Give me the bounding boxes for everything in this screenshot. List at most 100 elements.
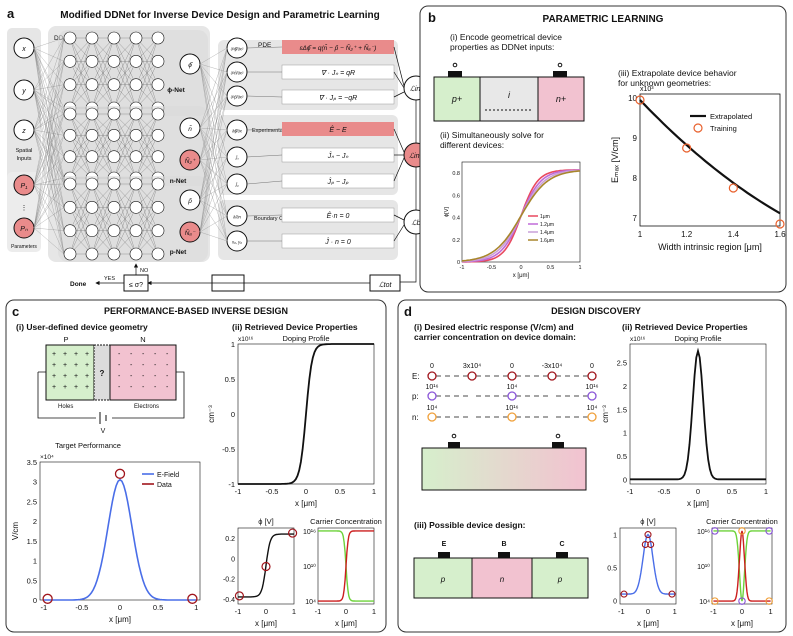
small-chart-frame bbox=[461, 161, 581, 263]
input-edge bbox=[33, 207, 65, 229]
net-edge bbox=[91, 37, 115, 109]
loss-b: ℒb bbox=[412, 219, 421, 227]
input-edge bbox=[33, 184, 65, 208]
input-edge bbox=[33, 89, 65, 115]
eq-edge bbox=[246, 46, 283, 49]
d-doping-x-tick: -1 bbox=[627, 487, 634, 496]
d-phi-title: ϕ [V] bbox=[640, 517, 655, 526]
net-name-2: p-Net bbox=[170, 249, 187, 256]
panel-d-title: DESIGN DISCOVERY bbox=[551, 306, 641, 316]
legend-extrapolated-label: Extrapolated bbox=[710, 112, 752, 121]
minus-sign: - bbox=[166, 384, 169, 391]
d-doping-x-tick: 0 bbox=[696, 487, 700, 496]
deriv-edge bbox=[199, 127, 228, 185]
deriv-edge bbox=[199, 156, 228, 233]
net-edge bbox=[113, 183, 137, 255]
target-x-tick: -1 bbox=[40, 603, 47, 612]
plus-sign: + bbox=[63, 373, 67, 380]
d-carrier-data-point-2 bbox=[765, 527, 773, 535]
bjt-terminal-0: E bbox=[442, 541, 447, 548]
small-series-3 bbox=[461, 170, 581, 262]
region-p-geometry bbox=[45, 344, 95, 401]
hidden-neuron bbox=[129, 201, 143, 214]
big-y-tick: 9 bbox=[633, 134, 638, 143]
output-label-0: ϕ̂ bbox=[188, 62, 194, 69]
d-carrier-data-point-3 bbox=[711, 597, 719, 605]
deriv-edge bbox=[199, 127, 228, 158]
hidden-neuron bbox=[85, 150, 99, 163]
param-label-0: P₁ bbox=[21, 183, 29, 190]
minus-sign: - bbox=[118, 384, 121, 391]
efield-data-point-0 bbox=[42, 593, 53, 604]
legend-training-swatch bbox=[693, 123, 703, 133]
d-doping-x-tick: -0.5 bbox=[658, 487, 671, 496]
input-edge bbox=[33, 89, 65, 179]
bjt-region-p1 bbox=[413, 557, 473, 599]
d-doping-exponent: x10¹⁶ bbox=[630, 336, 646, 343]
target-y-tick: 3.5 bbox=[27, 458, 37, 467]
hidden-neuron bbox=[63, 177, 77, 191]
d-phi-data-point-2 bbox=[644, 531, 652, 539]
plus-sign: + bbox=[85, 373, 89, 380]
big-y-tick: 7 bbox=[633, 214, 638, 223]
minus-sign: - bbox=[166, 362, 169, 369]
deriv-edge bbox=[199, 183, 228, 201]
input-edge bbox=[33, 113, 65, 229]
input-edge bbox=[33, 227, 65, 255]
plus-sign: + bbox=[74, 384, 78, 391]
target-chart-frame bbox=[39, 461, 201, 601]
bjt-region-n-label: n bbox=[500, 575, 505, 584]
deriv-edge bbox=[199, 129, 228, 161]
deriv-edge bbox=[199, 199, 228, 217]
plus-sign: + bbox=[52, 384, 56, 391]
extrapolated-line bbox=[639, 99, 781, 215]
net-edge bbox=[135, 183, 159, 231]
c-doping-x-tick: -0.5 bbox=[266, 487, 279, 496]
d-phi-x-tick: 1 bbox=[673, 607, 677, 616]
net-edge bbox=[69, 113, 93, 157]
yes-label: YES bbox=[104, 276, 115, 282]
big-x-tick: 1.4 bbox=[728, 230, 740, 239]
panel-d-sub1: (i) Desired electric response (V/cm) and… bbox=[414, 322, 576, 342]
input-edge bbox=[33, 184, 65, 231]
no-label: NO bbox=[140, 268, 149, 274]
efield-data-point-2 bbox=[187, 593, 198, 604]
deriv-edge bbox=[199, 63, 228, 73]
panel-b: b PARAMETRIC LEARNING (i) Encode geometr… bbox=[419, 5, 787, 293]
input-edge bbox=[33, 84, 65, 131]
efield-data-point-1 bbox=[114, 468, 126, 479]
hidden-neuron bbox=[63, 129, 77, 142]
input-edge bbox=[33, 37, 65, 131]
d-doping-y-tick: 0 bbox=[623, 475, 627, 484]
subnet-block-2 bbox=[58, 176, 208, 262]
output-label-2: N̂₂⁺ bbox=[185, 157, 196, 165]
net-edge bbox=[69, 135, 93, 179]
target-y-tick: 1 bbox=[33, 557, 37, 566]
big-y-tick: 10 bbox=[628, 94, 637, 103]
d-phi-x-tick: 0 bbox=[646, 607, 650, 616]
d-carrier-y-tick: 10¹⁰ bbox=[697, 563, 710, 571]
small-y-tick: 0.4 bbox=[452, 216, 460, 222]
deriv-edge bbox=[199, 159, 228, 217]
deriv-edge bbox=[199, 71, 228, 161]
pde-eq2: ∇ · Jₙ = qR bbox=[321, 69, 355, 77]
region-i-label: i bbox=[508, 90, 511, 100]
d-doping-x-tick: 1 bbox=[764, 487, 768, 496]
legend-data-label: Data bbox=[157, 482, 172, 489]
hidden-neuron bbox=[151, 150, 165, 163]
c-doping-x-tick: 0.5 bbox=[335, 487, 345, 496]
net-edge bbox=[135, 183, 159, 255]
d-phi-data-point-4 bbox=[668, 590, 676, 598]
e-value-2: 0 bbox=[510, 363, 514, 370]
input-edge bbox=[33, 84, 65, 229]
d-phi-x-tick: -1 bbox=[618, 607, 625, 616]
region-n-geometry bbox=[109, 344, 177, 401]
bjt-region-n bbox=[471, 557, 533, 599]
input-edge bbox=[33, 227, 65, 231]
d-phi-data-point-1 bbox=[641, 540, 649, 549]
deriv-edge bbox=[199, 231, 228, 242]
panel-d-sub2: (ii) Retrieved Device Properties bbox=[622, 322, 748, 332]
deriv-edge bbox=[199, 199, 228, 242]
c-carrier-x-tick: -1 bbox=[315, 607, 322, 616]
small-x-tick: 0.5 bbox=[547, 265, 555, 271]
